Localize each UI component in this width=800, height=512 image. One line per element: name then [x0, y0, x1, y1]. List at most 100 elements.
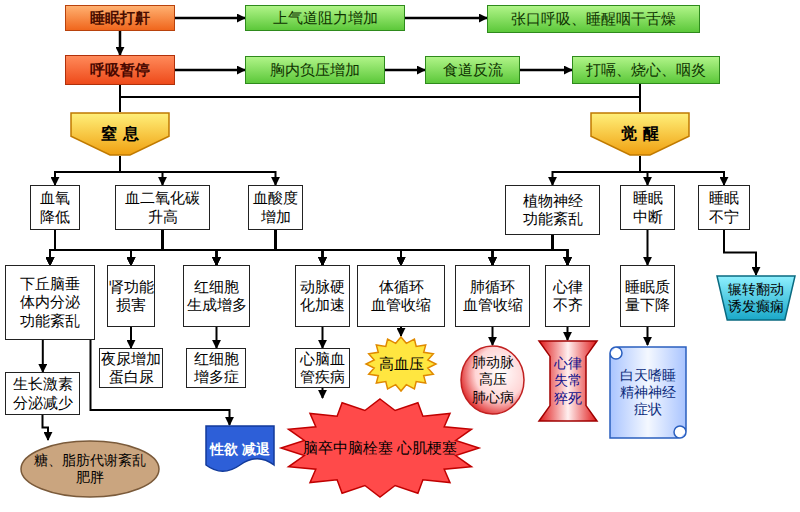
connector-arrow [385, 69, 425, 72]
connector-arrow [322, 388, 324, 398]
outline-path [366, 337, 436, 391]
node-label: 睡眠打鼾 [90, 9, 150, 27]
connector-arrow [163, 230, 323, 265]
connector-arrow [724, 230, 756, 275]
node-label: 窒 息 [101, 124, 139, 144]
process-box: 生长激素 分泌减少 [5, 372, 80, 415]
node-label: 呼吸暂停 [90, 61, 150, 79]
node-label: 睡眠质 量下降 [621, 278, 674, 315]
node-label: 红细胞 生成增多 [184, 278, 249, 315]
node-label: 睡眠 中断 [621, 189, 674, 226]
connector-arrow [175, 69, 245, 72]
banner-arrow: 窒 息 [70, 112, 170, 156]
connector-arrow [50, 230, 276, 265]
node-label: 生长激素 分泌减少 [6, 375, 79, 412]
connector-arrow [55, 230, 493, 265]
node-label: 辗转翻动 诱发癫痫 [716, 281, 796, 315]
connector-arrow [217, 235, 553, 265]
connector-arrow [55, 230, 131, 265]
starburst-box: 脑卒中脑栓塞 心肌梗塞 [280, 398, 480, 498]
connector-arrow [647, 327, 649, 345]
starburst-box: 高血压 [365, 336, 437, 392]
circle-node: 肺动脉 高压 肺心病 [460, 345, 525, 415]
outline-path [539, 341, 597, 421]
process-box: 心脑血 管疾病 [295, 348, 350, 388]
node-label: 血氧 降低 [31, 189, 79, 226]
outline-path [717, 276, 795, 320]
node-label: 下丘脑垂 体内分泌 功能紊乱 [6, 275, 94, 330]
node-label: 打嗝、烧心、咽炎 [586, 61, 706, 79]
connector-arrow [276, 230, 568, 265]
trapezoid-box: 辗转翻动 诱发癫痫 [716, 275, 796, 321]
node-label: 肾功能 损害 [108, 278, 154, 315]
node-label: 糖、脂肪代谢紊乱 肥胖 [20, 452, 160, 486]
outline-path [591, 113, 689, 155]
process-box: 血酸度 增加 [248, 185, 303, 230]
ellipse-node: 糖、脂肪代谢紊乱 肥胖 [20, 440, 160, 498]
connector-arrow [493, 235, 553, 265]
connector-arrow [55, 230, 323, 265]
node-label: 性欲 减退 [210, 441, 271, 458]
connector-arrow [639, 84, 641, 112]
node-label: 植物神经 功能紊乱 [506, 192, 599, 229]
connector-arrow [42, 340, 44, 372]
process-box: 睡眠质 量下降 [620, 265, 675, 327]
process-box: 体循环 血管收缩 [357, 265, 445, 327]
connector-arrow [640, 156, 648, 185]
connector-arrow [640, 156, 724, 185]
process-box: 肺循环 血管收缩 [455, 265, 530, 327]
connector-arrow [55, 230, 568, 265]
connector-arrow [55, 230, 217, 265]
process-box: 下丘脑垂 体内分泌 功能紊乱 [5, 265, 95, 340]
node-label: 心脑血 管疾病 [296, 350, 349, 387]
connector-arrow [553, 156, 641, 185]
node-label: 高血压 [379, 355, 424, 373]
node-label: 肺循环 血管收缩 [456, 278, 529, 315]
connector-arrow [216, 327, 218, 348]
process-box: 食道反流 [425, 56, 520, 84]
node-label: 肺动脉 高压 肺心病 [460, 354, 525, 405]
outline-path [206, 426, 274, 471]
node-label: 张口呼吸、睡醒咽干舌燥 [511, 10, 676, 28]
process-box: 睡眠 中断 [620, 185, 675, 230]
node-label: 觉 醒 [621, 124, 659, 144]
outline-path [461, 346, 524, 414]
process-box: 张口呼吸、睡醒咽干舌燥 [487, 5, 700, 33]
document-shape: 性欲 减退 [205, 425, 275, 475]
node-label: 心律 不齐 [546, 278, 589, 315]
connector-arrow [55, 156, 120, 185]
process-box: 肾功能 损害 [107, 265, 155, 327]
process-box: 睡眠 不宁 [698, 185, 750, 230]
connector-arrow [131, 230, 163, 265]
node-label: 血二氧化碳 升高 [116, 189, 209, 226]
process-box: 植物神经 功能紊乱 [505, 185, 600, 235]
connector-arrow [131, 235, 553, 265]
connector-arrow [130, 327, 132, 348]
connector-arrow [120, 85, 640, 112]
connector-arrow [276, 230, 323, 265]
connector-arrow [163, 230, 402, 265]
process-box: 胸内负压增加 [245, 56, 385, 84]
banner-arrow: 觉 醒 [590, 112, 690, 156]
process-box: 血氧 降低 [30, 185, 80, 230]
outline-path [21, 441, 159, 497]
node-label: 夜尿增加 蛋白尿 [100, 350, 162, 387]
node-label: 心律 失常 猝死 [538, 355, 598, 406]
process-box: 红细胞 生成增多 [183, 265, 250, 327]
process-box: 心律 不齐 [545, 265, 590, 327]
connector-arrow [50, 235, 553, 265]
process-box: 呼吸暂停 [65, 55, 175, 85]
outline-path [281, 399, 479, 497]
connector-arrow [520, 69, 572, 72]
connector-arrow [647, 230, 649, 265]
node-label: 血酸度 增加 [249, 189, 302, 226]
connector-arrow [163, 230, 493, 265]
process-box: 睡眠打鼾 [65, 5, 175, 31]
node-label: 动脉硬 化加速 [296, 278, 349, 315]
connector-arrow [405, 17, 487, 20]
node-label: 睡眠 不宁 [699, 189, 749, 226]
connector-arrow [131, 230, 276, 265]
node-label: 白天嗜睡 精神神经 症状 [608, 367, 688, 418]
process-box: 打嗝、烧心、咽炎 [572, 56, 720, 84]
connector-arrow [119, 31, 122, 55]
